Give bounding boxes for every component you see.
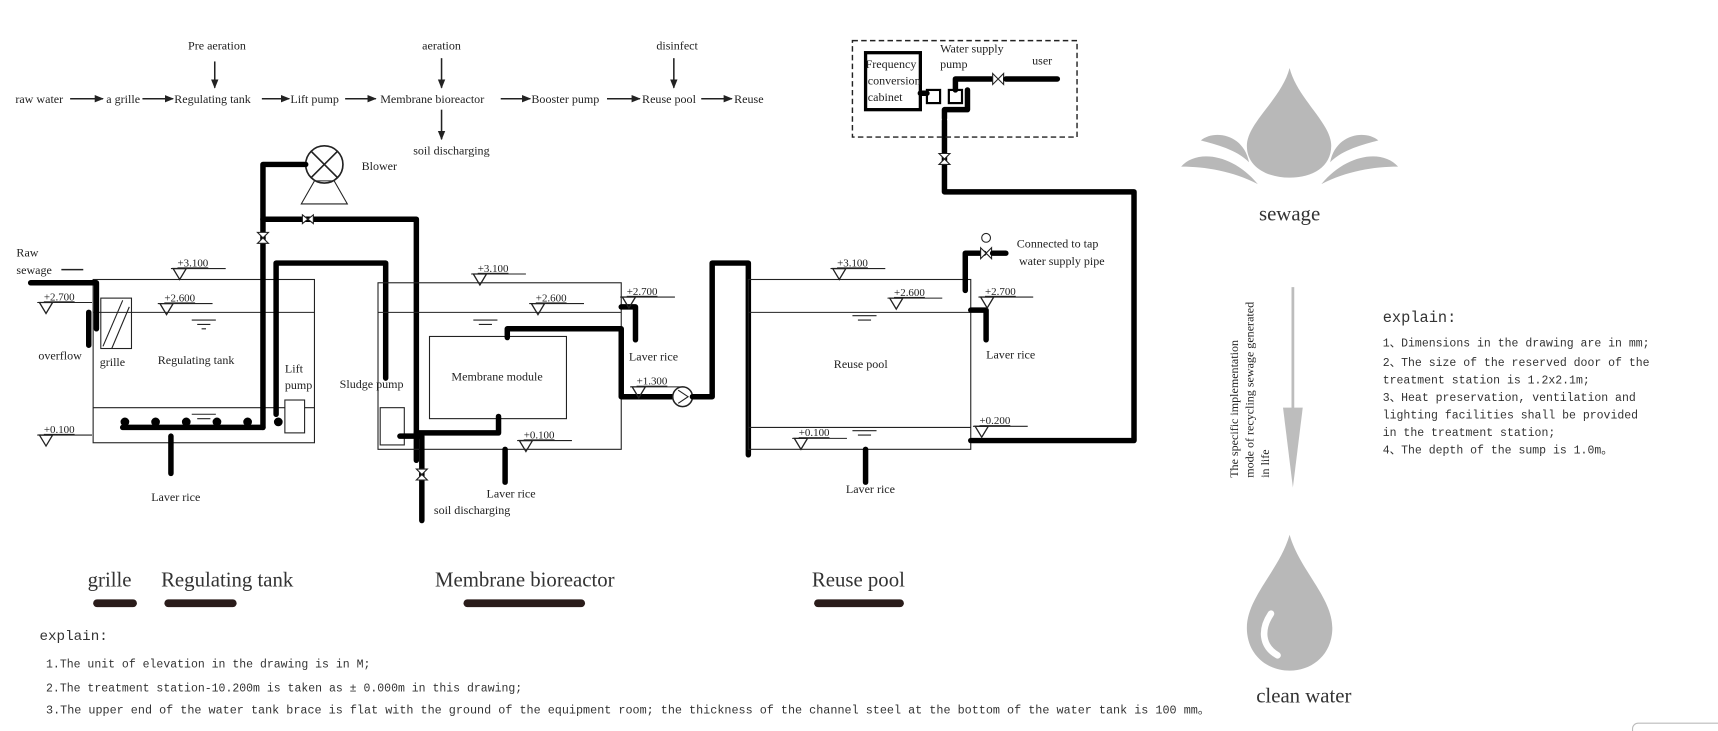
flow-step: a grille: [106, 92, 140, 106]
right-panel: sewage The specific implementation mode …: [1181, 68, 1650, 707]
corner-box: [1631, 722, 1718, 731]
explain-line: 2、The size of the reserved door of the: [1383, 357, 1650, 370]
legend-label: Reuse pool: [812, 567, 905, 591]
sewage-drop-icon: [1181, 68, 1399, 185]
overflow-label: overflow: [38, 348, 82, 362]
elevation-label: +0.100: [799, 427, 830, 439]
legend-label: Regulating tank: [161, 567, 294, 591]
frequency-cabinet-label: conversion: [868, 73, 921, 87]
legend-label: grille: [88, 567, 132, 591]
water-supply-pump-label: pump: [940, 57, 967, 71]
soil-discharging-label: soil discharging: [434, 503, 510, 517]
reuse-pool-tank: [747, 117, 1137, 485]
tap-water-label: Connected to tap: [1017, 237, 1099, 251]
grille-label: grille: [100, 355, 125, 369]
bottom-explain: explain: 1.The unit of elevation in the …: [39, 629, 1209, 717]
explain-line: in the treatment station;: [1383, 427, 1556, 440]
explain-line: lighting facilities shall be provided: [1383, 410, 1638, 423]
clean-water-label: clean water: [1256, 683, 1351, 707]
elevation-label: +0.100: [524, 429, 555, 441]
blower-label: Blower: [362, 159, 397, 173]
legend-label: Membrane bioreactor: [435, 567, 615, 591]
vertical-caption: in life: [1258, 449, 1272, 477]
explain-line: treatment station is 1.2x2.1m;: [1383, 375, 1590, 388]
clean-water-drop-icon: [1246, 534, 1333, 671]
sewage-label: sewage: [1259, 201, 1320, 225]
booster-pump: [671, 386, 694, 408]
elevation-label: +1.300: [637, 376, 668, 388]
legend-bar: [814, 599, 904, 608]
elevation-label: +3.100: [837, 257, 868, 269]
flow-step: Regulating tank: [174, 92, 252, 106]
flow-output: soil discharging: [413, 144, 489, 158]
flow-step: Booster pump: [531, 92, 599, 106]
elevation-label: +2.600: [894, 287, 925, 299]
sludge-pump-label: Sludge pump: [340, 377, 404, 391]
flow-step: Membrane bioreactor: [380, 92, 484, 106]
blower: [256, 144, 420, 464]
elevation-label: +0.100: [44, 424, 75, 436]
vertical-caption: The specific implementation: [1227, 340, 1241, 478]
explain-line: 2.The treatment station-10.200m is taken…: [46, 682, 522, 695]
user-label: user: [1032, 54, 1052, 68]
laver-rice-label: Laver rice: [986, 347, 1035, 361]
elevation-label: +2.700: [627, 286, 658, 298]
legend: grille Regulating tank Membrane bioreact…: [88, 567, 905, 608]
laver-rice-label: Laver rice: [846, 482, 895, 496]
regulating-tank: [27, 260, 389, 477]
elevation-label: +2.600: [536, 292, 567, 304]
water-supply-room: [851, 39, 1078, 138]
elevation-label: +2.700: [985, 286, 1016, 298]
elevation-label: +3.100: [177, 257, 208, 269]
explain-title: explain:: [39, 629, 107, 645]
frequency-cabinet-label: Frequency: [866, 57, 917, 71]
explain-line: 3.The upper end of the water tank brace …: [46, 704, 1210, 717]
laver-rice-label: Laver rice: [151, 490, 200, 504]
reuse-pool-label: Reuse pool: [834, 357, 889, 371]
elevation-markers: +3.100 +2.700 +2.600 +0.100 +3.100 +2.60…: [36, 257, 1034, 453]
explain-line: 1、Dimensions in the drawing are in mm;: [1383, 337, 1650, 350]
membrane-module-label: Membrane module: [451, 369, 542, 383]
raw-sewage-label: Raw: [16, 245, 38, 259]
laver-rice-label: Laver rice: [486, 487, 535, 501]
flow-step: Reuse: [734, 92, 763, 106]
explain-title: explain:: [1383, 309, 1457, 327]
flow-input: aeration: [422, 38, 461, 52]
legend-bar: [463, 599, 586, 608]
tap-water-label: water supply pipe: [1019, 254, 1105, 268]
elevation-label: +2.700: [44, 291, 75, 303]
flow-step: Lift pump: [290, 92, 339, 106]
lift-pump-label: Lift: [285, 362, 304, 376]
flow-step: Reuse pool: [642, 92, 697, 106]
explain-line: 3、Heat preservation, ventilation and: [1383, 392, 1636, 405]
explain-line: 4、The depth of the sump is 1.0m。: [1383, 445, 1613, 458]
arrow-down-icon: [1283, 407, 1303, 488]
elevation-label: +2.600: [164, 292, 195, 304]
elevation-label: +0.200: [980, 415, 1011, 427]
water-supply-pump-label: Water supply: [940, 42, 1004, 56]
flow-step: raw water: [15, 92, 63, 106]
flow-input: disinfect: [656, 38, 698, 52]
explain-line: 1.The unit of elevation in the drawing i…: [46, 658, 370, 671]
grille-box: [100, 297, 133, 350]
legend-bar: [164, 599, 237, 608]
vertical-caption: mode of recycling sewage generated: [1242, 302, 1256, 478]
frequency-cabinet-label: cabinet: [868, 90, 903, 104]
regulating-tank-label: Regulating tank: [158, 353, 236, 367]
process-flow: raw water a grille Regulating tank Lift …: [15, 38, 763, 157]
raw-sewage-label: sewage: [16, 263, 51, 277]
elevation-label: +3.100: [478, 263, 509, 275]
legend-bar: [93, 599, 137, 608]
flow-input: Pre aeration: [188, 38, 246, 52]
laver-rice-label: Laver rice: [629, 350, 678, 364]
lift-pump-label: pump: [285, 378, 312, 392]
